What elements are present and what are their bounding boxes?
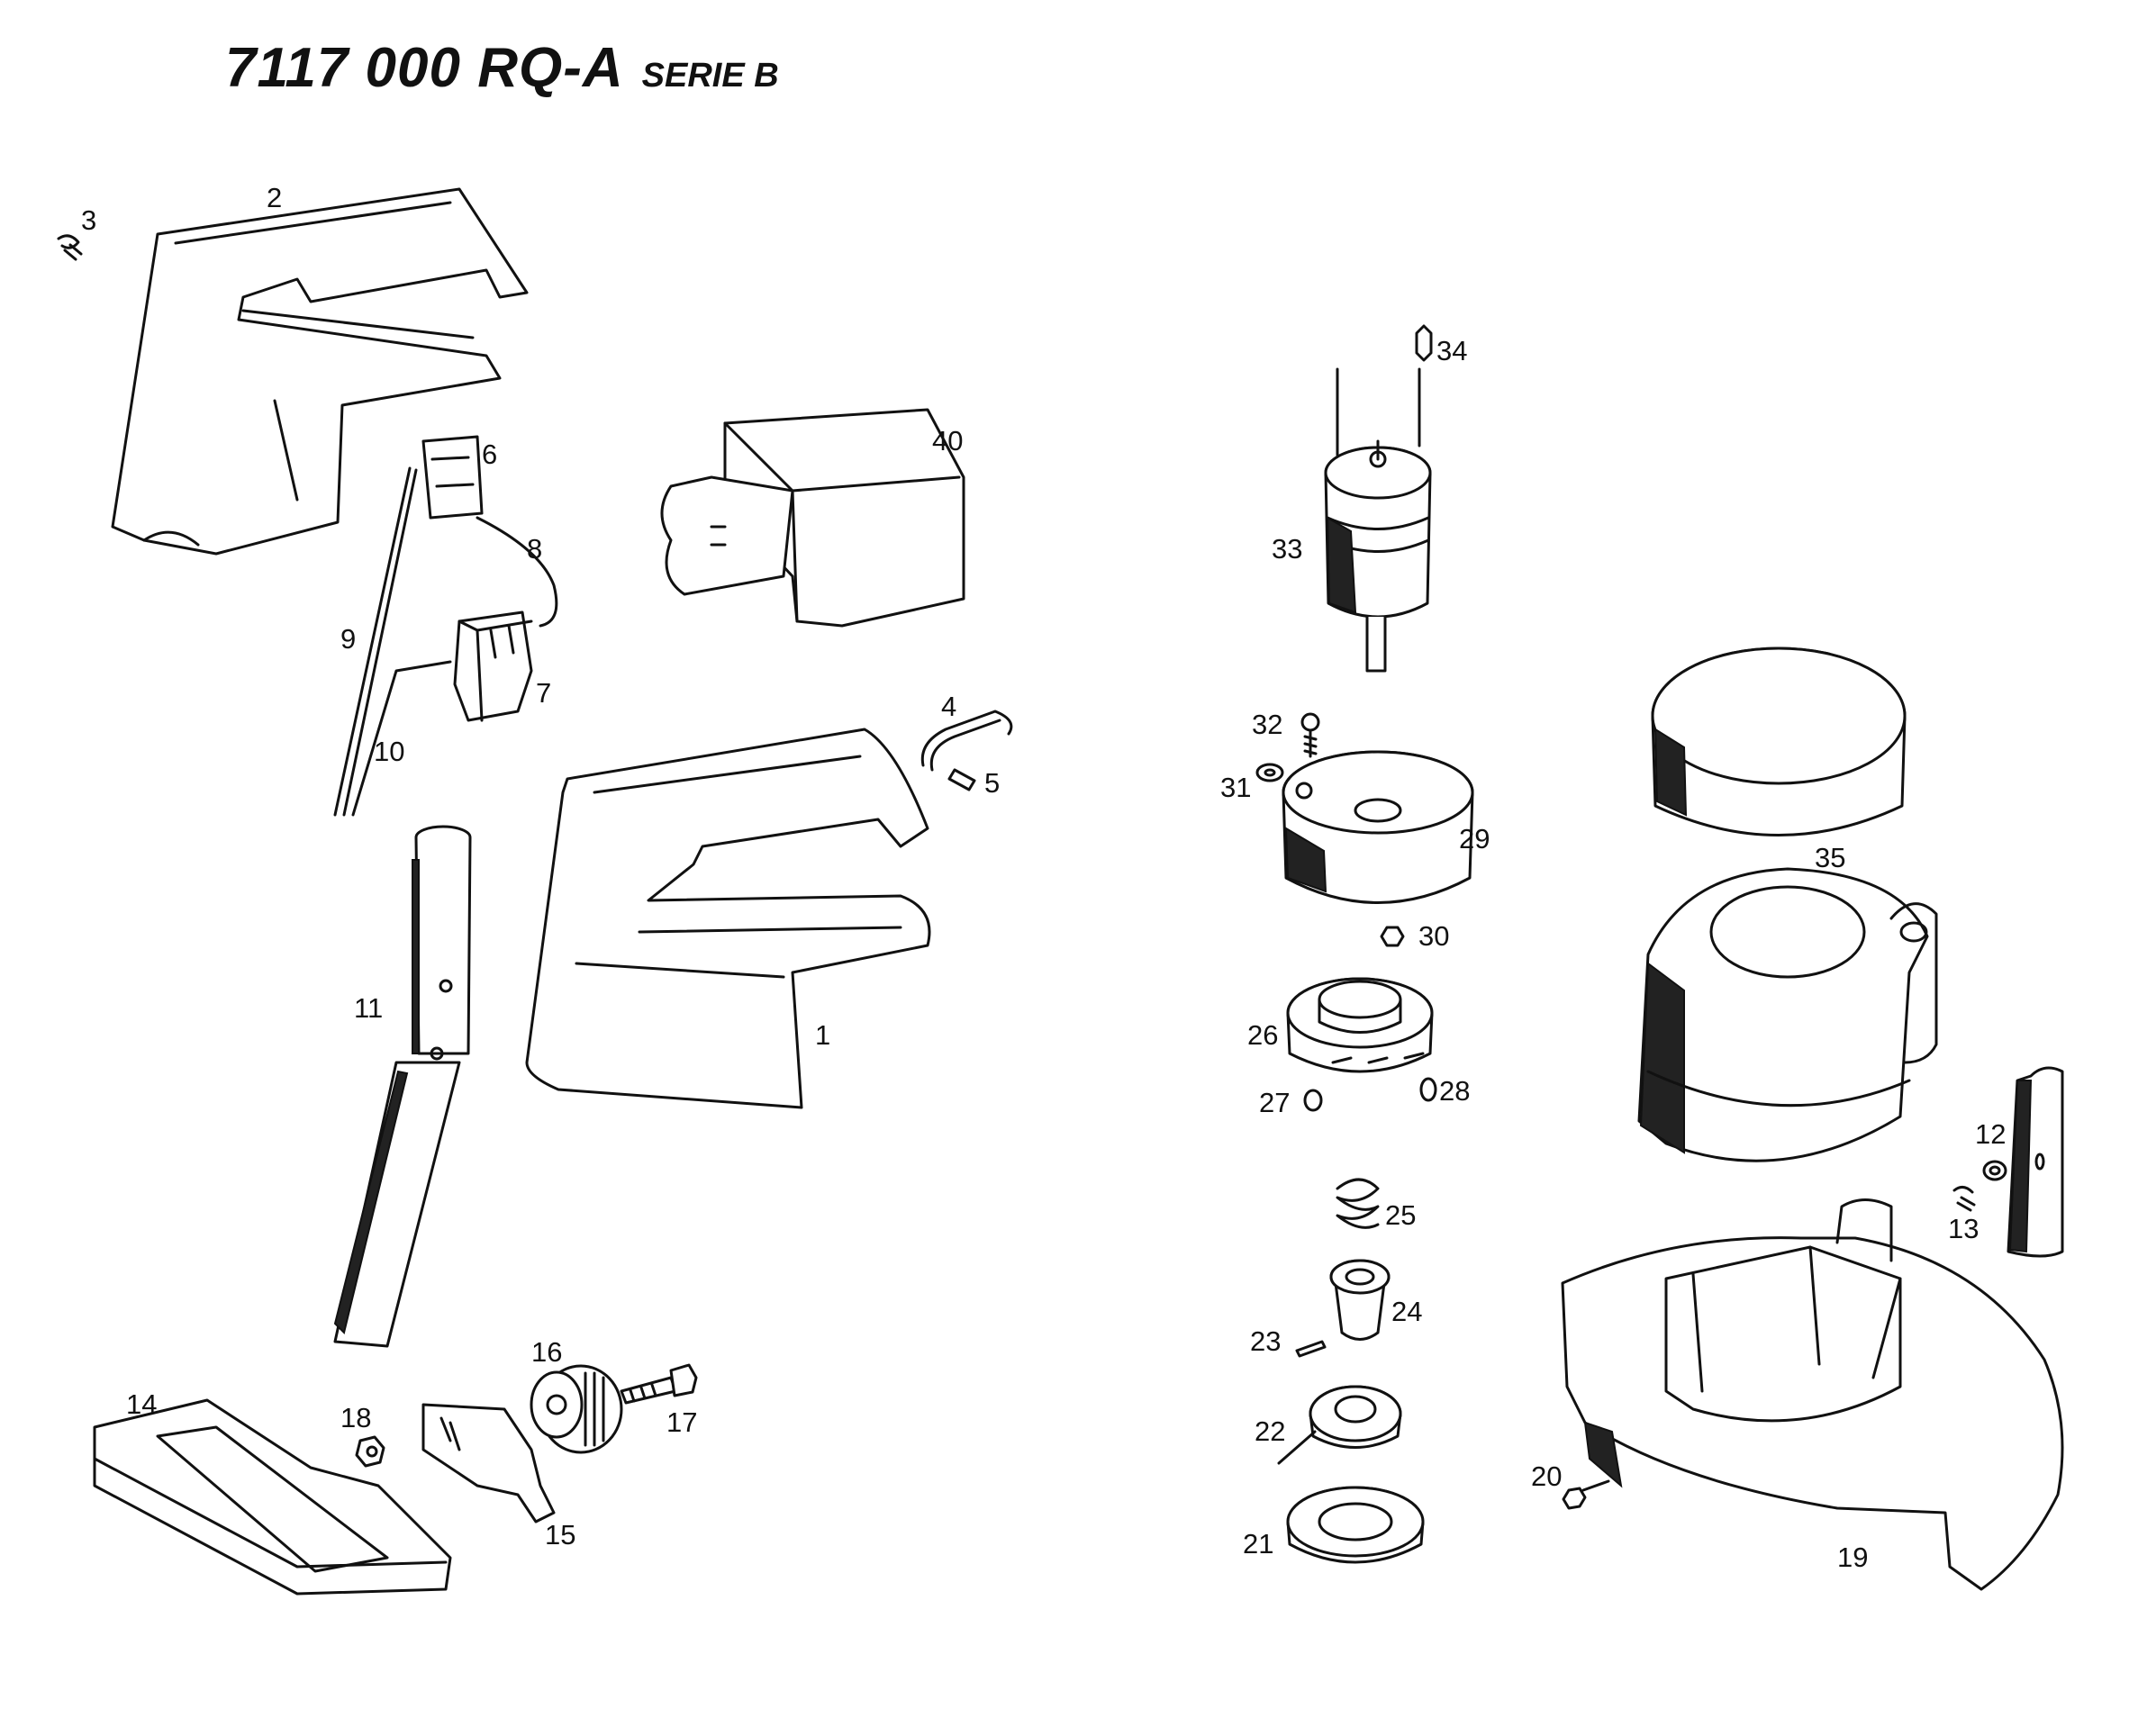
part-28-pin [1419,1077,1437,1102]
part-32-screw [1300,712,1320,758]
part-18-nut [355,1435,385,1468]
part-14-base-plate [93,1398,452,1596]
part-25-spring [1336,1178,1380,1229]
series-label: SERIE B [641,57,779,95]
label-13: 13 [1948,1213,1979,1244]
label-1: 1 [815,1019,830,1051]
part-24-bushing [1329,1259,1391,1341]
model-number: 7117 000 RQ-A [225,37,624,99]
part-6-contact-plate [421,435,484,520]
part-labels: 1 2 3 4 5 6 7 8 9 10 11 12 13 14 15 16 1… [81,182,2006,1573]
part-20-screw [1562,1479,1610,1510]
label-30: 30 [1418,920,1449,952]
label-31: 31 [1220,772,1251,803]
label-6: 6 [482,439,497,470]
label-16: 16 [531,1336,562,1368]
label-33: 33 [1272,533,1302,565]
label-27: 27 [1259,1087,1290,1118]
part-33-motor [1324,367,1432,673]
label-23: 23 [1250,1325,1281,1357]
part-23-pin [1295,1340,1327,1358]
part-12-cylinder [1982,1066,2064,1258]
part-16-gear-wheel [530,1364,623,1454]
label-17: 17 [666,1406,697,1438]
part-3-screw [57,234,83,261]
part-11-tube [333,825,472,1348]
part-10-wire [351,660,452,817]
label-32: 32 [1252,709,1282,740]
part-40-battery-pack [660,408,965,628]
label-7: 7 [536,677,551,709]
part-13-screw [1952,1186,1976,1212]
label-19: 19 [1837,1542,1868,1573]
label-2: 2 [267,182,282,213]
label-3: 3 [81,204,96,236]
part-34-cap [1415,324,1433,362]
part-19-guard [1561,1198,2064,1591]
part-29-motor-holder [1282,750,1474,904]
label-24: 24 [1391,1296,1422,1327]
label-35: 35 [1815,842,1845,873]
label-34: 34 [1436,335,1467,366]
label-14: 14 [126,1388,157,1420]
label-10: 10 [374,736,404,767]
part-15-bracket [421,1403,556,1524]
part-27-pin [1303,1089,1323,1112]
part-7-switch [453,610,533,722]
diagram-title: 7117 000 RQ-A SERIE B [225,36,779,100]
part-26-gear-housing [1286,977,1434,1073]
label-11: 11 [354,992,383,1024]
label-25: 25 [1385,1199,1416,1231]
label-12: 12 [1975,1118,2006,1150]
label-28: 28 [1439,1075,1470,1107]
label-15: 15 [545,1519,575,1551]
label-21: 21 [1243,1528,1273,1560]
part-30-screw [1380,926,1405,947]
label-8: 8 [527,533,542,565]
part-35-lid [1651,646,1907,836]
part-4-clip [920,710,1013,772]
label-26: 26 [1247,1019,1278,1051]
label-4: 4 [941,691,956,722]
label-18: 18 [340,1402,371,1433]
label-20: 20 [1531,1460,1562,1492]
part-17-bolt [620,1363,698,1405]
motor-housing [1637,867,1938,1162]
label-9: 9 [340,623,356,655]
part-22-spool [1277,1385,1402,1465]
part-1-lower-housing [525,728,931,1109]
part-8-wire [476,516,558,628]
part-9-wire [333,466,418,817]
label-22: 22 [1255,1415,1285,1447]
part-21-cap [1286,1486,1425,1564]
part-5-pin [947,768,976,791]
label-5: 5 [984,767,1000,799]
label-29: 29 [1459,823,1490,854]
part-31-washer [1255,763,1284,782]
part-2-upper-housing [111,187,529,556]
label-40: 40 [932,425,963,457]
